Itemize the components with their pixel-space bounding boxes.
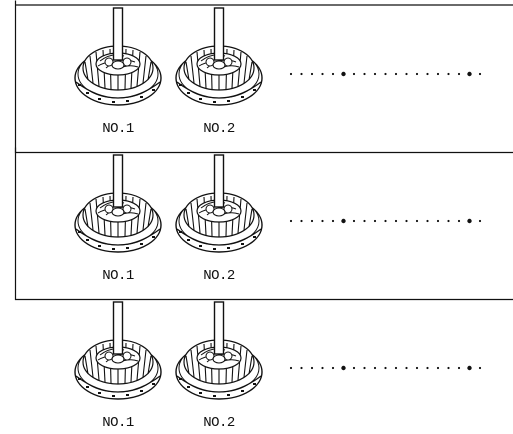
heatsink-lamp-icon <box>74 154 162 253</box>
dot <box>352 219 356 223</box>
dot <box>405 72 408 76</box>
dot <box>457 366 461 370</box>
heatsink-lamp-icon <box>175 7 263 106</box>
lamp-label: NO.1 <box>102 268 134 284</box>
dot <box>415 366 419 370</box>
dot <box>289 219 293 223</box>
dot <box>363 366 366 370</box>
dot <box>341 365 346 371</box>
dot <box>447 366 450 370</box>
continuation-dots <box>289 218 482 224</box>
heatsink-lamp-icon <box>74 7 162 106</box>
lamp-unit-2: NO.1 NO.2 <box>14 147 513 301</box>
dot <box>373 72 377 76</box>
dot <box>394 219 398 223</box>
dot <box>426 366 429 370</box>
dot <box>405 366 408 370</box>
dot <box>415 219 419 223</box>
dot <box>394 72 398 76</box>
dot <box>321 219 324 223</box>
dot <box>300 72 303 76</box>
dot <box>352 366 356 370</box>
dot <box>289 72 293 76</box>
dot <box>310 366 314 370</box>
continuation-dots <box>289 71 482 77</box>
lamp-unit-3: NO.1 NO.2 <box>74 301 482 431</box>
dot <box>373 366 377 370</box>
dot <box>300 219 303 223</box>
dot <box>331 72 335 76</box>
dot <box>384 72 387 76</box>
dot <box>394 366 398 370</box>
dot <box>341 71 346 77</box>
unit-frame <box>14 147 513 301</box>
heatsink-lamp-icon <box>74 301 162 400</box>
dot <box>426 219 429 223</box>
lamp-unit-1: NO.1 NO.2 <box>14 0 513 154</box>
dot <box>352 72 356 76</box>
dot <box>310 219 314 223</box>
lamp-label: NO.1 <box>102 415 134 431</box>
dot <box>447 72 450 76</box>
dot <box>405 219 408 223</box>
heatsink-lamp-icon <box>175 301 263 400</box>
dot <box>478 72 482 76</box>
dot <box>331 219 335 223</box>
dot <box>447 219 450 223</box>
dot <box>426 72 429 76</box>
continuation-dots <box>289 365 482 371</box>
dot <box>467 218 472 224</box>
dot <box>415 72 419 76</box>
dot <box>384 366 387 370</box>
dot <box>363 219 366 223</box>
dot <box>363 72 366 76</box>
dot <box>300 366 303 370</box>
dot <box>331 366 335 370</box>
dot <box>457 219 461 223</box>
dot <box>384 219 387 223</box>
dot <box>373 219 377 223</box>
lamp-label: NO.2 <box>203 121 235 137</box>
dot <box>467 365 472 371</box>
lamp-label: NO.2 <box>203 415 235 431</box>
dot <box>341 218 346 224</box>
dot <box>478 219 482 223</box>
dot <box>436 72 440 76</box>
dot <box>321 366 324 370</box>
dot <box>436 219 440 223</box>
dot <box>436 366 440 370</box>
lamp-label: NO.2 <box>203 268 235 284</box>
dot <box>467 71 472 77</box>
dot <box>310 72 314 76</box>
dot <box>321 72 324 76</box>
dot <box>457 72 461 76</box>
dot <box>478 366 482 370</box>
heatsink-lamp-icon <box>175 154 263 253</box>
dot <box>289 366 293 370</box>
lamp-label: NO.1 <box>102 121 134 137</box>
